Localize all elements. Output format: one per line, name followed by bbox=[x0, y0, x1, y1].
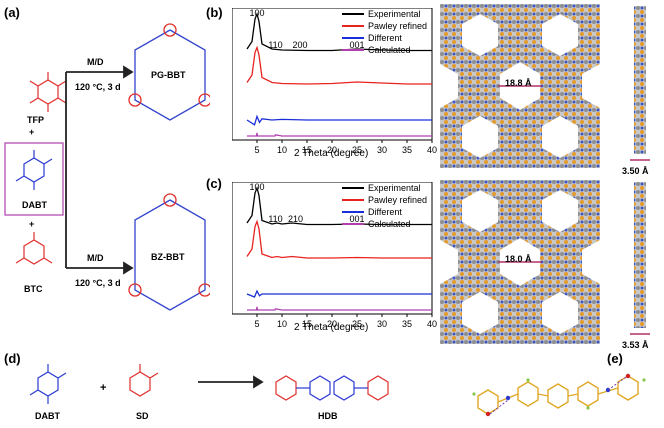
legend-entry: Calculated bbox=[368, 219, 411, 229]
legend-entry: Different bbox=[368, 207, 402, 217]
pore-size-b: 18.8 Å bbox=[505, 78, 532, 88]
x-tick-label: 30 bbox=[377, 145, 387, 155]
series-line-experimental bbox=[246, 11, 432, 52]
pxrd-chart-c: 5 10 15 20 25 30 35 40 100 110 210 001 ExperimentalP… bbox=[232, 182, 437, 329]
peak-label: 110 bbox=[268, 40, 282, 50]
plus-sign-d: + bbox=[100, 382, 107, 394]
x-tick-label: 5 bbox=[254, 319, 259, 329]
x-tick-label: 20 bbox=[327, 145, 337, 155]
xlabel-c: 2 Theta (degree) bbox=[294, 322, 369, 333]
bz-bbt-pore-model bbox=[440, 180, 600, 344]
bz-bbt-ring bbox=[128, 193, 210, 311]
series-line-calculated bbox=[247, 306, 432, 311]
reaction-arrow-d bbox=[198, 375, 264, 389]
x-tick-label: 10 bbox=[277, 319, 287, 329]
sd-molecule bbox=[129, 364, 159, 397]
btc-molecule bbox=[15, 232, 53, 265]
series-line-different bbox=[246, 289, 432, 298]
bz-bbt-label: BZ-BBT bbox=[151, 252, 185, 262]
peak-label: 200 bbox=[292, 40, 307, 50]
peak-label: 110 bbox=[268, 214, 282, 224]
legend-entry: Experimental bbox=[368, 183, 421, 193]
peak-label: 100 bbox=[249, 8, 264, 18]
peak-label: 210 bbox=[288, 214, 303, 224]
series-line-experimental bbox=[246, 185, 432, 226]
legend-entry: Calculated bbox=[368, 45, 411, 55]
x-tick-label: 30 bbox=[377, 319, 387, 329]
panel-label-b: (b) bbox=[206, 5, 223, 20]
condition-top-temp: 120 °C, 3 d bbox=[75, 82, 121, 92]
sd-label: SD bbox=[136, 411, 149, 421]
pg-bbt-ring bbox=[128, 23, 210, 121]
tfp-molecule bbox=[29, 72, 67, 112]
pxrd-chart-b: 5 10 15 20 25 30 35 40 100 110 200 001 ExperimentalP… bbox=[232, 8, 437, 155]
scheme-d bbox=[29, 364, 389, 404]
x-tick-label: 15 bbox=[302, 145, 312, 155]
tfp-label: TFP bbox=[27, 115, 44, 125]
layer-distance-c: 3.53 Å bbox=[622, 340, 649, 350]
reaction-arrows bbox=[65, 65, 134, 275]
bz-bbt-stacking-column bbox=[630, 182, 650, 335]
condition-bottom-temp: 120 °C, 3 d bbox=[75, 278, 121, 288]
dabt-label-d: DABT bbox=[35, 411, 60, 421]
panel-label-a: (a) bbox=[4, 5, 20, 20]
peak-label: 001 bbox=[349, 214, 364, 224]
series-line-pawley-refined bbox=[246, 219, 432, 259]
pg-bbt-stacking-column bbox=[630, 6, 650, 161]
series-line-different bbox=[246, 114, 432, 126]
plus-sign-2: + bbox=[29, 219, 35, 229]
x-tick-label: 35 bbox=[402, 145, 412, 155]
legend-entry: Different bbox=[368, 33, 402, 43]
x-tick-label: 15 bbox=[302, 319, 312, 329]
peak-label: 001 bbox=[349, 40, 364, 50]
pg-bbt-label: PG-BBT bbox=[151, 70, 186, 80]
x-tick-label: 10 bbox=[277, 145, 287, 155]
pg-bbt-pore-model bbox=[440, 4, 600, 168]
dabt-label: DABT bbox=[22, 200, 47, 210]
x-tick-label: 20 bbox=[327, 319, 337, 329]
btc-label: BTC bbox=[24, 284, 43, 294]
x-tick-label: 35 bbox=[402, 319, 412, 329]
x-tick-label: 5 bbox=[254, 145, 259, 155]
panel-label-d: (d) bbox=[4, 351, 21, 366]
xlabel-b: 2 Theta (degree) bbox=[294, 148, 369, 159]
dabt-small-molecule bbox=[29, 364, 67, 404]
legend-entry: Pawley refined bbox=[368, 21, 427, 31]
legend-entry: Experimental bbox=[368, 9, 421, 19]
scheme-a bbox=[4, 23, 210, 311]
panel-label-c: (c) bbox=[206, 176, 222, 191]
x-tick-label: 40 bbox=[427, 319, 437, 329]
panel-label-e: (e) bbox=[607, 351, 623, 366]
x-tick-label: 25 bbox=[352, 319, 362, 329]
layer-distance-b: 3.50 Å bbox=[622, 166, 649, 176]
dabt-molecule bbox=[15, 150, 53, 190]
peak-label: 100 bbox=[249, 182, 264, 192]
legend-entry: Pawley refined bbox=[368, 195, 427, 205]
series-line-pawley-refined bbox=[246, 45, 432, 85]
hdb-label: HDB bbox=[318, 411, 338, 421]
hdb-crystal-structure bbox=[472, 373, 646, 417]
x-tick-label: 40 bbox=[427, 145, 437, 155]
pore-size-c: 18.0 Å bbox=[505, 254, 532, 264]
condition-bottom-solvent: M/D bbox=[87, 253, 104, 263]
x-tick-label: 25 bbox=[352, 145, 362, 155]
hdb-molecule bbox=[275, 375, 389, 401]
condition-top-solvent: M/D bbox=[87, 57, 104, 67]
plus-sign-1: + bbox=[29, 127, 35, 137]
dabt-highlight-box bbox=[4, 142, 64, 216]
series-line-calculated bbox=[247, 132, 432, 137]
